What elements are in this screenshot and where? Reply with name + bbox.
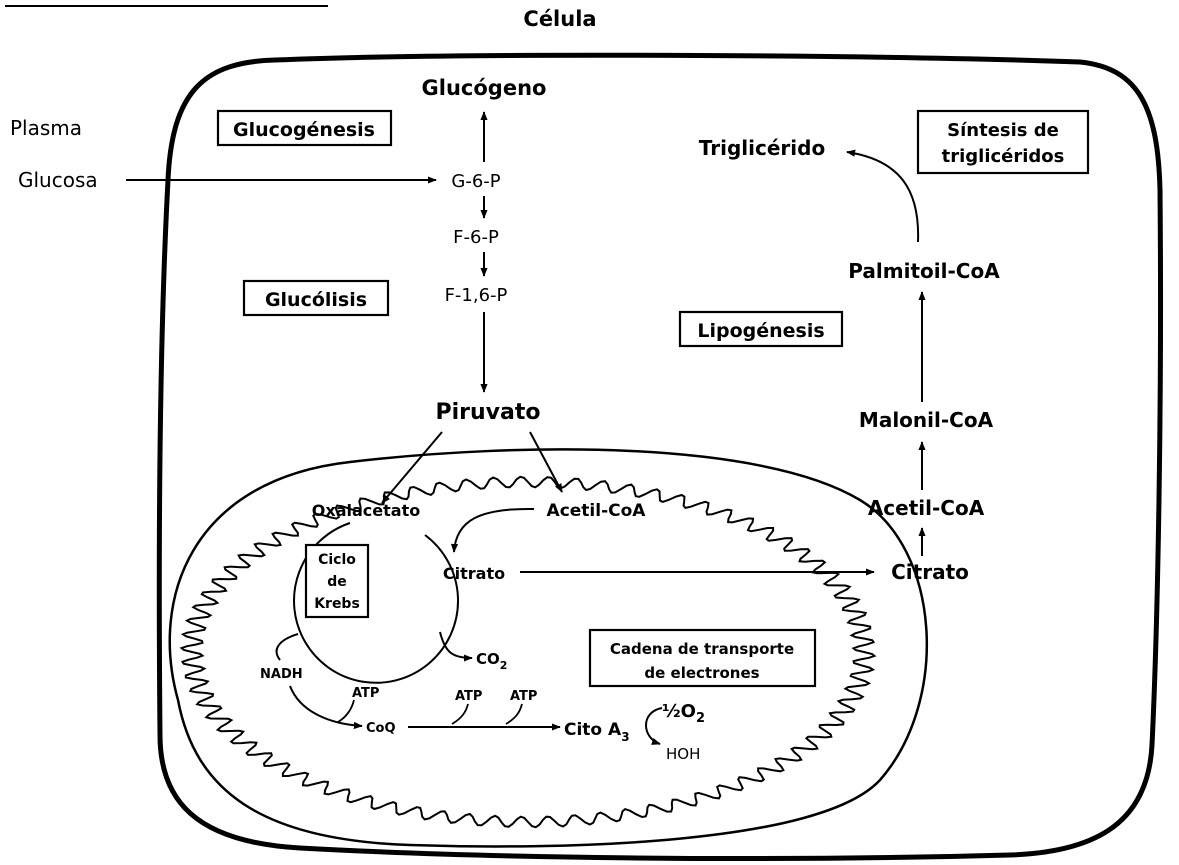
atp-label-2: ATP	[455, 689, 482, 704]
cell-membrane	[159, 55, 1160, 858]
palmitoyl-coa-label: Palmitoil-CoA	[848, 259, 1000, 283]
hoh-label: HOH	[666, 745, 700, 763]
triglyceride-label: Triglicérido	[699, 136, 825, 160]
electron-transport-line1: Cadena de transporte	[610, 640, 794, 658]
oxygen-to-water-arrow	[646, 708, 662, 744]
malonyl-coa-label: Malonil-CoA	[859, 408, 994, 432]
krebs-line3: Krebs	[314, 596, 360, 612]
lipogenesis-label: Lipogénesis	[697, 320, 824, 342]
acetyl-coa-mito-label: Acetil-CoA	[547, 501, 647, 521]
co2-label: CO2	[476, 650, 507, 672]
cito-subscript: 3	[621, 730, 629, 744]
krebs-co2-arrow	[440, 632, 472, 658]
triglyceride-synthesis-line1: Síntesis de	[947, 120, 1059, 141]
co2-subscript: 2	[500, 659, 508, 672]
page-title: Célula	[523, 7, 596, 31]
atp-branch-1	[338, 700, 354, 722]
glucogenesis-label: Glucogénesis	[233, 119, 375, 141]
glucolisis-label: Glucólisis	[265, 289, 367, 311]
glucose-label: Glucosa	[18, 168, 98, 192]
atp-label-1: ATP	[352, 686, 379, 701]
atp-branch-2	[452, 704, 468, 724]
nadh-arc	[277, 634, 298, 660]
pyruvate-to-acetylcoa-arrow	[530, 432, 562, 492]
electron-transport-line2: de electrones	[644, 664, 759, 682]
acetylcoa-to-citrate-arrow	[454, 509, 534, 552]
palmitoyl-to-triglyceride-arrow	[847, 152, 918, 242]
coq-label: CoQ	[366, 721, 396, 736]
nadh-label: NADH	[260, 667, 303, 682]
atp-branch-3	[506, 704, 522, 724]
f6p-label: F-6-P	[453, 227, 499, 248]
pyruvate-label: Piruvato	[436, 400, 541, 425]
cito-a3-label: Cito A3	[564, 720, 630, 744]
o2-subscript: 2	[696, 711, 705, 726]
g6p-label: G-6-P	[451, 171, 500, 192]
krebs-line2: de	[327, 574, 347, 590]
glycogen-label: Glucógeno	[422, 76, 547, 100]
citrate-cyto-label: Citrato	[891, 560, 969, 584]
acetyl-coa-cyto-label: Acetil-CoA	[868, 496, 985, 520]
half-o2-label: ½O2	[662, 701, 705, 726]
triglyceride-synthesis-line2: triglicéridos	[942, 146, 1065, 167]
oxaloacetate-label: Oxalacetato	[312, 501, 420, 520]
plasma-label: Plasma	[10, 116, 82, 140]
f16p-label: F-1,6-P	[445, 285, 508, 306]
citrate-mito-label: Citrato	[443, 564, 505, 583]
krebs-line1: Ciclo	[318, 552, 356, 568]
atp-label-3: ATP	[510, 689, 537, 704]
